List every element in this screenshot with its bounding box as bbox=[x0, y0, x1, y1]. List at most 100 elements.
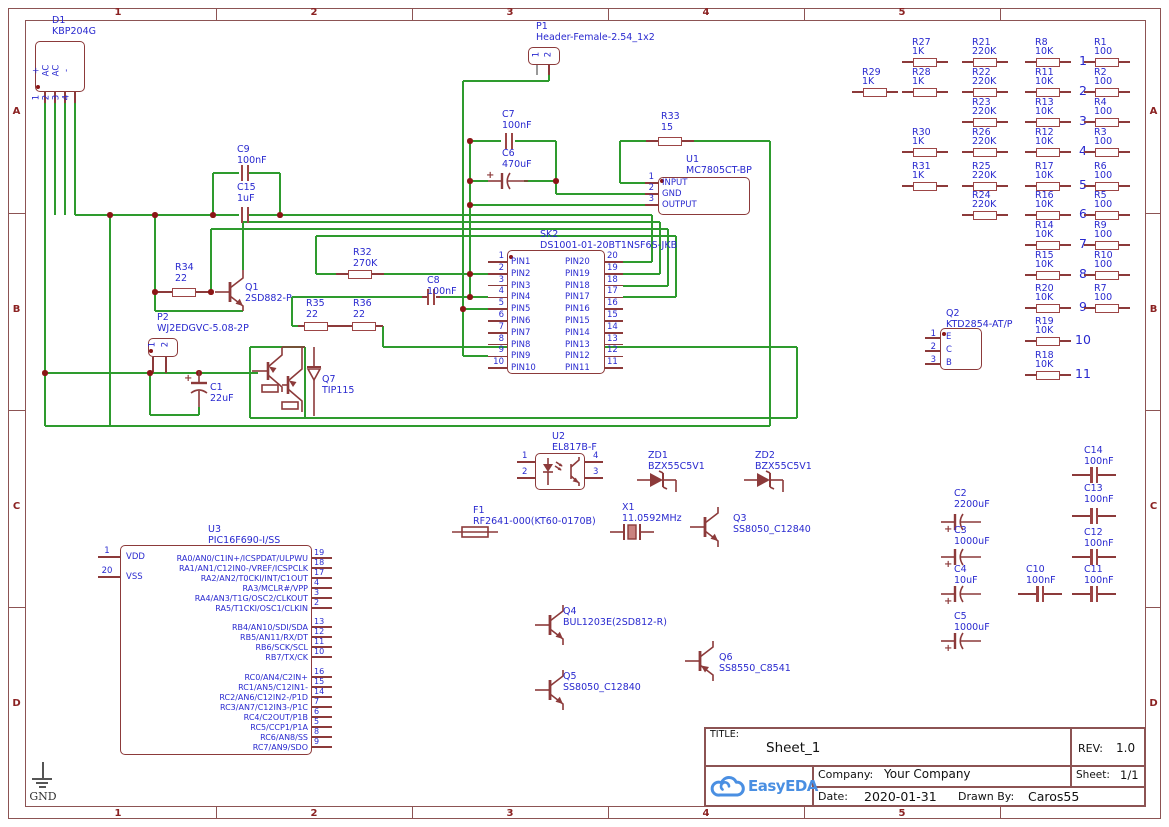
wire[interactable] bbox=[109, 215, 111, 426]
component-ref[interactable]: U3 bbox=[208, 524, 221, 535]
resistor-R15[interactable] bbox=[1036, 270, 1060, 280]
wire[interactable] bbox=[243, 221, 660, 223]
sheet-title[interactable]: Sheet_1 bbox=[766, 740, 821, 756]
fuse-F1[interactable] bbox=[452, 524, 498, 540]
terminal-P2[interactable] bbox=[148, 338, 178, 357]
wire[interactable] bbox=[469, 141, 471, 297]
resistor-R35[interactable] bbox=[304, 321, 328, 331]
wire[interactable] bbox=[74, 103, 76, 215]
resistor-R26[interactable] bbox=[973, 147, 997, 157]
component-ref[interactable]: C1 bbox=[210, 382, 223, 393]
component-ref[interactable]: Q7 bbox=[322, 374, 336, 385]
wire[interactable] bbox=[154, 215, 156, 311]
resistor-R31[interactable] bbox=[913, 181, 937, 191]
resistor-R24[interactable] bbox=[973, 210, 997, 220]
resistor-R8[interactable] bbox=[1036, 57, 1060, 67]
optocoupler-U2-internals[interactable] bbox=[535, 453, 585, 490]
wire[interactable] bbox=[316, 273, 336, 275]
component-value[interactable]: PIC16F690-I/SS bbox=[208, 535, 281, 546]
component-ref[interactable]: P1 bbox=[536, 21, 548, 32]
wire[interactable] bbox=[463, 80, 549, 82]
bridge-rectifier-D1[interactable] bbox=[35, 41, 85, 92]
wire[interactable] bbox=[555, 141, 557, 194]
drawn-by-value[interactable]: Caros55 bbox=[1028, 789, 1080, 804]
resistor-R32[interactable] bbox=[348, 269, 372, 279]
wire[interactable] bbox=[155, 310, 243, 312]
sheet-value[interactable]: 1/1 bbox=[1120, 768, 1139, 782]
wire[interactable] bbox=[651, 215, 653, 262]
resistor-R23[interactable] bbox=[973, 117, 997, 127]
component-value[interactable]: 470uF bbox=[502, 159, 532, 170]
component-value[interactable]: 100nF bbox=[427, 286, 457, 297]
component-ref[interactable]: C11 bbox=[1084, 564, 1103, 575]
component-ref[interactable]: C15 bbox=[237, 182, 256, 193]
wire[interactable] bbox=[279, 173, 281, 215]
resistor-R36[interactable] bbox=[352, 321, 376, 331]
resistor-R4[interactable] bbox=[1095, 117, 1119, 127]
component-ref[interactable]: R35 bbox=[306, 298, 325, 309]
resistor-R34[interactable] bbox=[172, 287, 196, 297]
resistor-R11[interactable] bbox=[1036, 87, 1060, 97]
wire[interactable] bbox=[45, 425, 770, 427]
resistor-R9[interactable] bbox=[1095, 240, 1119, 250]
resistor-R33[interactable] bbox=[658, 136, 682, 146]
component-value[interactable]: Header-Female-2.54_1x2 bbox=[536, 32, 655, 43]
resistor-R27[interactable] bbox=[913, 57, 937, 67]
component-value[interactable]: 1000uF bbox=[954, 622, 990, 633]
component-ref[interactable]: C8 bbox=[427, 275, 440, 286]
component-value[interactable]: MC7805CT-BP bbox=[686, 165, 752, 176]
wire[interactable] bbox=[304, 347, 306, 418]
component-ref[interactable]: R33 bbox=[661, 111, 680, 122]
component-value[interactable]: 100nF bbox=[1026, 575, 1056, 586]
component-value[interactable]: 100nF bbox=[1084, 538, 1114, 549]
cap-polarized-C6[interactable] bbox=[488, 169, 528, 193]
transistor-Q3[interactable] bbox=[690, 505, 719, 549]
cap-polarized-C5[interactable] bbox=[941, 629, 981, 653]
component-ref[interactable]: F1 bbox=[473, 505, 485, 516]
wire[interactable] bbox=[524, 180, 556, 182]
component-ref[interactable]: C2 bbox=[954, 488, 967, 499]
component-value[interactable]: WJ2EDGVC-5.08-2P bbox=[157, 323, 249, 334]
wire[interactable] bbox=[675, 236, 677, 297]
component-ref[interactable]: C4 bbox=[954, 564, 967, 575]
component-ref[interactable]: D1 bbox=[52, 15, 66, 26]
component-value[interactable]: 1uF bbox=[237, 193, 255, 204]
component-ref[interactable]: Q4 bbox=[563, 606, 577, 617]
cap-polarized-C2[interactable] bbox=[941, 510, 981, 534]
component-value[interactable]: 10uF bbox=[954, 575, 978, 586]
wire[interactable] bbox=[620, 182, 645, 184]
wire[interactable] bbox=[249, 347, 251, 418]
component-ref[interactable]: Q3 bbox=[733, 513, 747, 524]
transistor-Q5[interactable] bbox=[535, 668, 564, 712]
cap-polarized-C3[interactable] bbox=[941, 545, 981, 569]
connector-SK2[interactable] bbox=[507, 250, 605, 374]
wire[interactable] bbox=[667, 229, 669, 286]
resistor-R6[interactable] bbox=[1095, 181, 1119, 191]
resistor-R12[interactable] bbox=[1036, 147, 1060, 157]
component-ref[interactable]: X1 bbox=[622, 502, 635, 513]
wire[interactable] bbox=[796, 347, 798, 418]
regulator-U1[interactable] bbox=[658, 177, 750, 215]
component-ref[interactable]: C12 bbox=[1084, 527, 1103, 538]
wire[interactable] bbox=[292, 296, 422, 298]
wire[interactable] bbox=[316, 235, 676, 237]
wire[interactable] bbox=[470, 204, 645, 206]
component-ref[interactable]: ZD1 bbox=[648, 450, 668, 461]
component-ref[interactable]: C5 bbox=[954, 611, 967, 622]
wire[interactable] bbox=[44, 103, 46, 426]
resistor-R25[interactable] bbox=[973, 181, 997, 191]
component-ref[interactable]: Q2 bbox=[946, 308, 960, 319]
component-value[interactable]: TIP115 bbox=[322, 385, 355, 396]
component-value[interactable]: 22 bbox=[175, 273, 188, 284]
component-value[interactable]: 2200uF bbox=[954, 499, 990, 510]
wire[interactable] bbox=[659, 222, 661, 274]
resistor-R5[interactable] bbox=[1095, 210, 1119, 220]
resistor-R7[interactable] bbox=[1095, 303, 1119, 313]
component-ref[interactable]: C9 bbox=[237, 144, 250, 155]
resistor-R29[interactable] bbox=[863, 87, 887, 97]
resistor-R3[interactable] bbox=[1095, 147, 1119, 157]
component-ref[interactable]: Q1 bbox=[245, 282, 259, 293]
component-value[interactable]: 100nF bbox=[1084, 456, 1114, 467]
rev-value[interactable]: 1.0 bbox=[1116, 741, 1136, 755]
component-ref[interactable]: P2 bbox=[157, 312, 169, 323]
